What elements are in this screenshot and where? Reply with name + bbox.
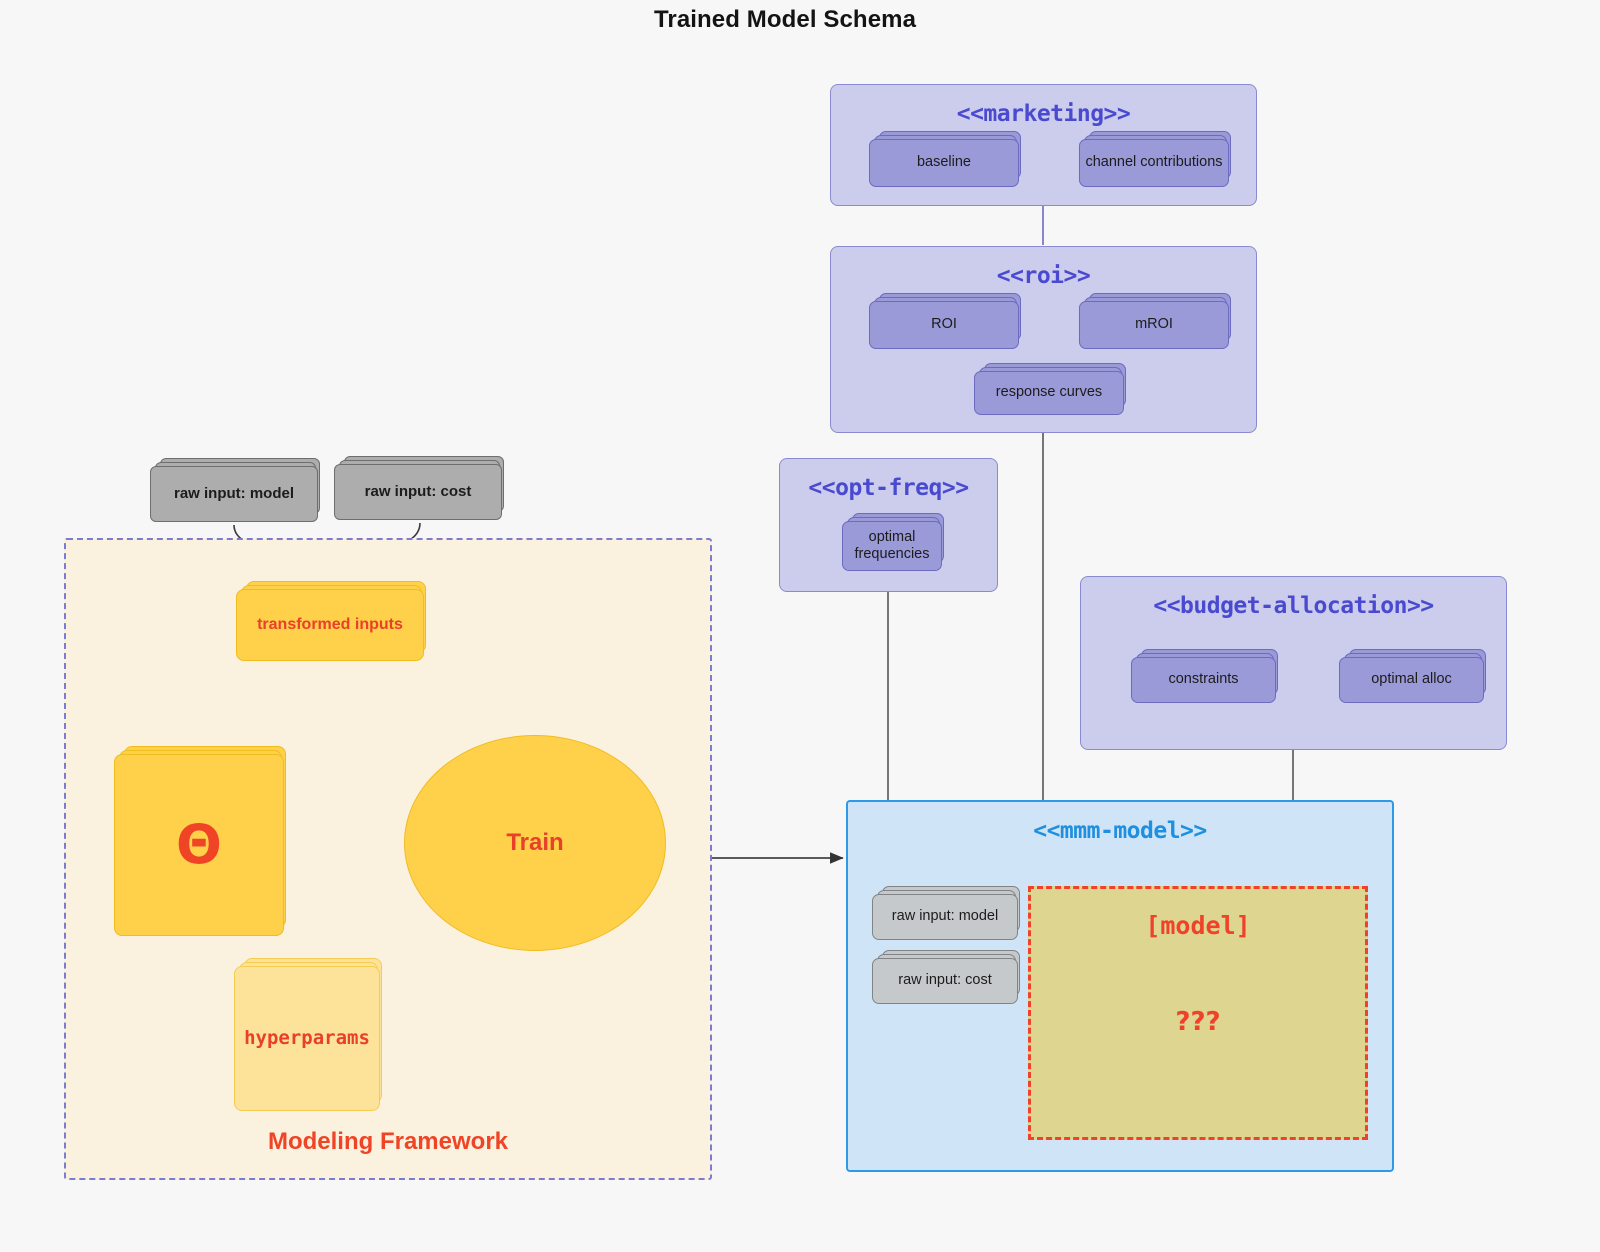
node-constraints[interactable]: constraints (1131, 649, 1278, 703)
model-placeholder-body: ??? (1175, 1007, 1221, 1037)
train-activity-label: Train (506, 829, 564, 856)
node-optimal-alloc-label: optimal alloc (1339, 657, 1484, 703)
node-raw-input-cost-label: raw input: cost (334, 464, 502, 520)
package-marketing-title: <<marketing>> (956, 101, 1131, 127)
node-baseline-label: baseline (869, 139, 1019, 187)
package-mmm-model-title: <<mmm-model>> (1033, 818, 1207, 844)
node-mmm-raw-input-cost[interactable]: raw input: cost (872, 950, 1020, 1004)
model-placeholder[interactable]: [model] ??? (1028, 886, 1368, 1140)
modeling-framework-label: Modeling Framework (267, 1128, 509, 1155)
node-channel-contributions[interactable]: channel contributions (1079, 131, 1231, 187)
node-mmm-raw-input-cost-label: raw input: cost (872, 958, 1018, 1004)
node-channel-contributions-label: channel contributions (1079, 139, 1229, 187)
node-baseline[interactable]: baseline (869, 131, 1021, 187)
node-hyperparams-label: hyperparams (234, 966, 380, 1111)
package-opt-freq-title: <<opt-freq>> (808, 475, 969, 501)
node-optimal-alloc[interactable]: optimal alloc (1339, 649, 1486, 703)
node-optimal-frequencies[interactable]: optimal frequencies (842, 513, 944, 571)
node-mroi-label: mROI (1079, 301, 1229, 349)
node-response-curves[interactable]: response curves (974, 363, 1126, 415)
page-title: Trained Model Schema (653, 6, 917, 33)
node-mmm-raw-input-model-label: raw input: model (872, 894, 1018, 940)
model-placeholder-title: [model] (1145, 911, 1251, 940)
package-opt-freq[interactable]: <<opt-freq>> optimal frequencies (779, 458, 998, 592)
node-response-curves-label: response curves (974, 371, 1124, 415)
package-budget-allocation[interactable]: <<budget-allocation>> constraints optima… (1080, 576, 1507, 750)
node-hyperparams[interactable]: hyperparams (234, 958, 382, 1111)
node-constraints-label: constraints (1131, 657, 1276, 703)
train-activity[interactable]: Train (404, 735, 666, 951)
package-mmm-model[interactable]: <<mmm-model>> raw input: model raw input… (846, 800, 1394, 1172)
node-roi-label: ROI (869, 301, 1019, 349)
node-transformed-inputs[interactable]: transformed inputs (236, 581, 426, 661)
node-theta[interactable]: Θ (114, 746, 286, 936)
node-transformed-inputs-label: transformed inputs (236, 589, 424, 661)
package-marketing[interactable]: <<marketing>> baseline channel contribut… (830, 84, 1257, 206)
node-theta-label: Θ (114, 754, 284, 936)
package-roi-title: <<roi>> (996, 263, 1091, 289)
node-raw-input-model[interactable]: raw input: model (150, 458, 320, 522)
package-budget-allocation-title: <<budget-allocation>> (1153, 593, 1434, 619)
node-mroi[interactable]: mROI (1079, 293, 1231, 349)
node-optimal-frequencies-label: optimal frequencies (842, 521, 942, 571)
package-roi[interactable]: <<roi>> ROI mROI response curves (830, 246, 1257, 433)
node-raw-input-cost[interactable]: raw input: cost (334, 456, 504, 520)
node-mmm-raw-input-model[interactable]: raw input: model (872, 886, 1020, 940)
node-roi[interactable]: ROI (869, 293, 1021, 349)
node-raw-input-model-label: raw input: model (150, 466, 318, 522)
